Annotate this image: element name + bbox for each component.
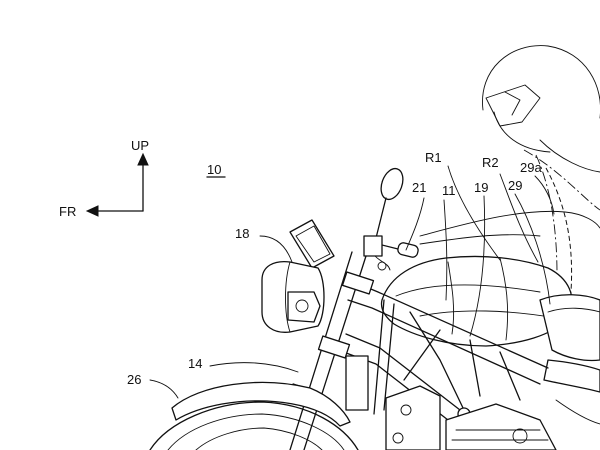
leader-11 [443,199,448,301]
label-r1: R1 [425,150,442,165]
bar-clamp [363,235,383,257]
upper-triple-clamp [341,271,375,295]
engine-bolt-3 [512,428,528,444]
fuel-tank [380,255,573,347]
engine-bolt-1 [400,404,412,416]
tank-contour-4 [499,257,509,341]
handlebar-assembly [363,167,419,271]
lower-triple-clamp [317,335,351,359]
engine-cylinder [445,403,557,450]
leader-lines [149,165,555,399]
tire-outer [149,401,359,450]
rider-outline [419,45,600,321]
leader-r2 [499,173,539,263]
leader-r1 [447,165,501,261]
grip [397,242,419,258]
meter-unit [289,219,335,269]
rider-torso-phantom [523,149,600,211]
seat-line [547,307,600,313]
headlight-bracket [287,291,321,323]
label-18: 18 [235,226,249,241]
frame-strut-1 [373,299,385,415]
up-label: UP [131,138,149,153]
tire-inner [167,413,345,450]
up-arrow-head [137,152,149,166]
engine-block [345,355,600,450]
engine-front [385,385,441,450]
label-29a: 29a [520,160,542,175]
front-fender [171,381,351,427]
side-cover [543,359,600,393]
frame-strut-1b [383,303,395,411]
label-r2: R2 [482,155,499,170]
helmet-shell [482,45,600,119]
leader-19 [469,195,486,337]
leader-18 [259,235,293,263]
tank-contour-3 [447,261,455,335]
seat-area [539,294,600,393]
label-29: 29 [508,178,522,193]
radiator [345,355,369,411]
front-arrow-head [85,205,99,217]
label-19: 19 [474,180,488,195]
headlight-bolt [295,299,309,313]
frame-top-tube-inner [347,299,541,385]
front-label: FR [59,204,76,219]
seat-side [539,294,600,362]
frame-strut-2 [409,311,465,411]
direction-indicator: UP FR [59,138,149,219]
engine-bolt-2 [392,432,404,444]
frame-strut-4 [469,339,481,397]
rider-dash-29 [545,167,573,321]
leader-26 [149,379,179,399]
label-14: 14 [188,356,202,371]
frame-strut-3 [403,329,441,381]
leader-14 [209,362,299,373]
label-26: 26 [127,372,141,387]
leader-29 [514,193,551,305]
leader-29a [534,175,555,215]
rider-arm-lower [419,234,541,245]
exhaust-line [555,399,600,425]
rider-arm [419,210,600,237]
frame-truss [337,281,549,421]
engine-fins [451,429,549,441]
label-11: 11 [442,183,456,198]
reference-labels: R1 R2 29a 21 11 19 29 18 14 26 [127,150,542,387]
fork-tube-left [289,251,353,450]
meter-face [295,225,331,263]
rider-back [539,139,600,173]
rim [195,427,323,450]
headlight-lens-line [285,261,291,333]
tank-contour-1 [395,284,541,297]
mirror-glass [380,167,404,201]
helmet-chin [493,111,551,153]
figure-ref-number: 10 [207,162,221,177]
leader-21 [405,197,425,251]
front-wheel [149,381,359,450]
frame-strut-5 [499,351,521,401]
headlight-assembly [261,219,335,333]
helmet-visor [485,84,541,127]
visor-detail [504,91,521,116]
lever-pivot [377,261,387,271]
label-21: 21 [412,180,426,195]
tank-contour-2 [419,310,557,319]
